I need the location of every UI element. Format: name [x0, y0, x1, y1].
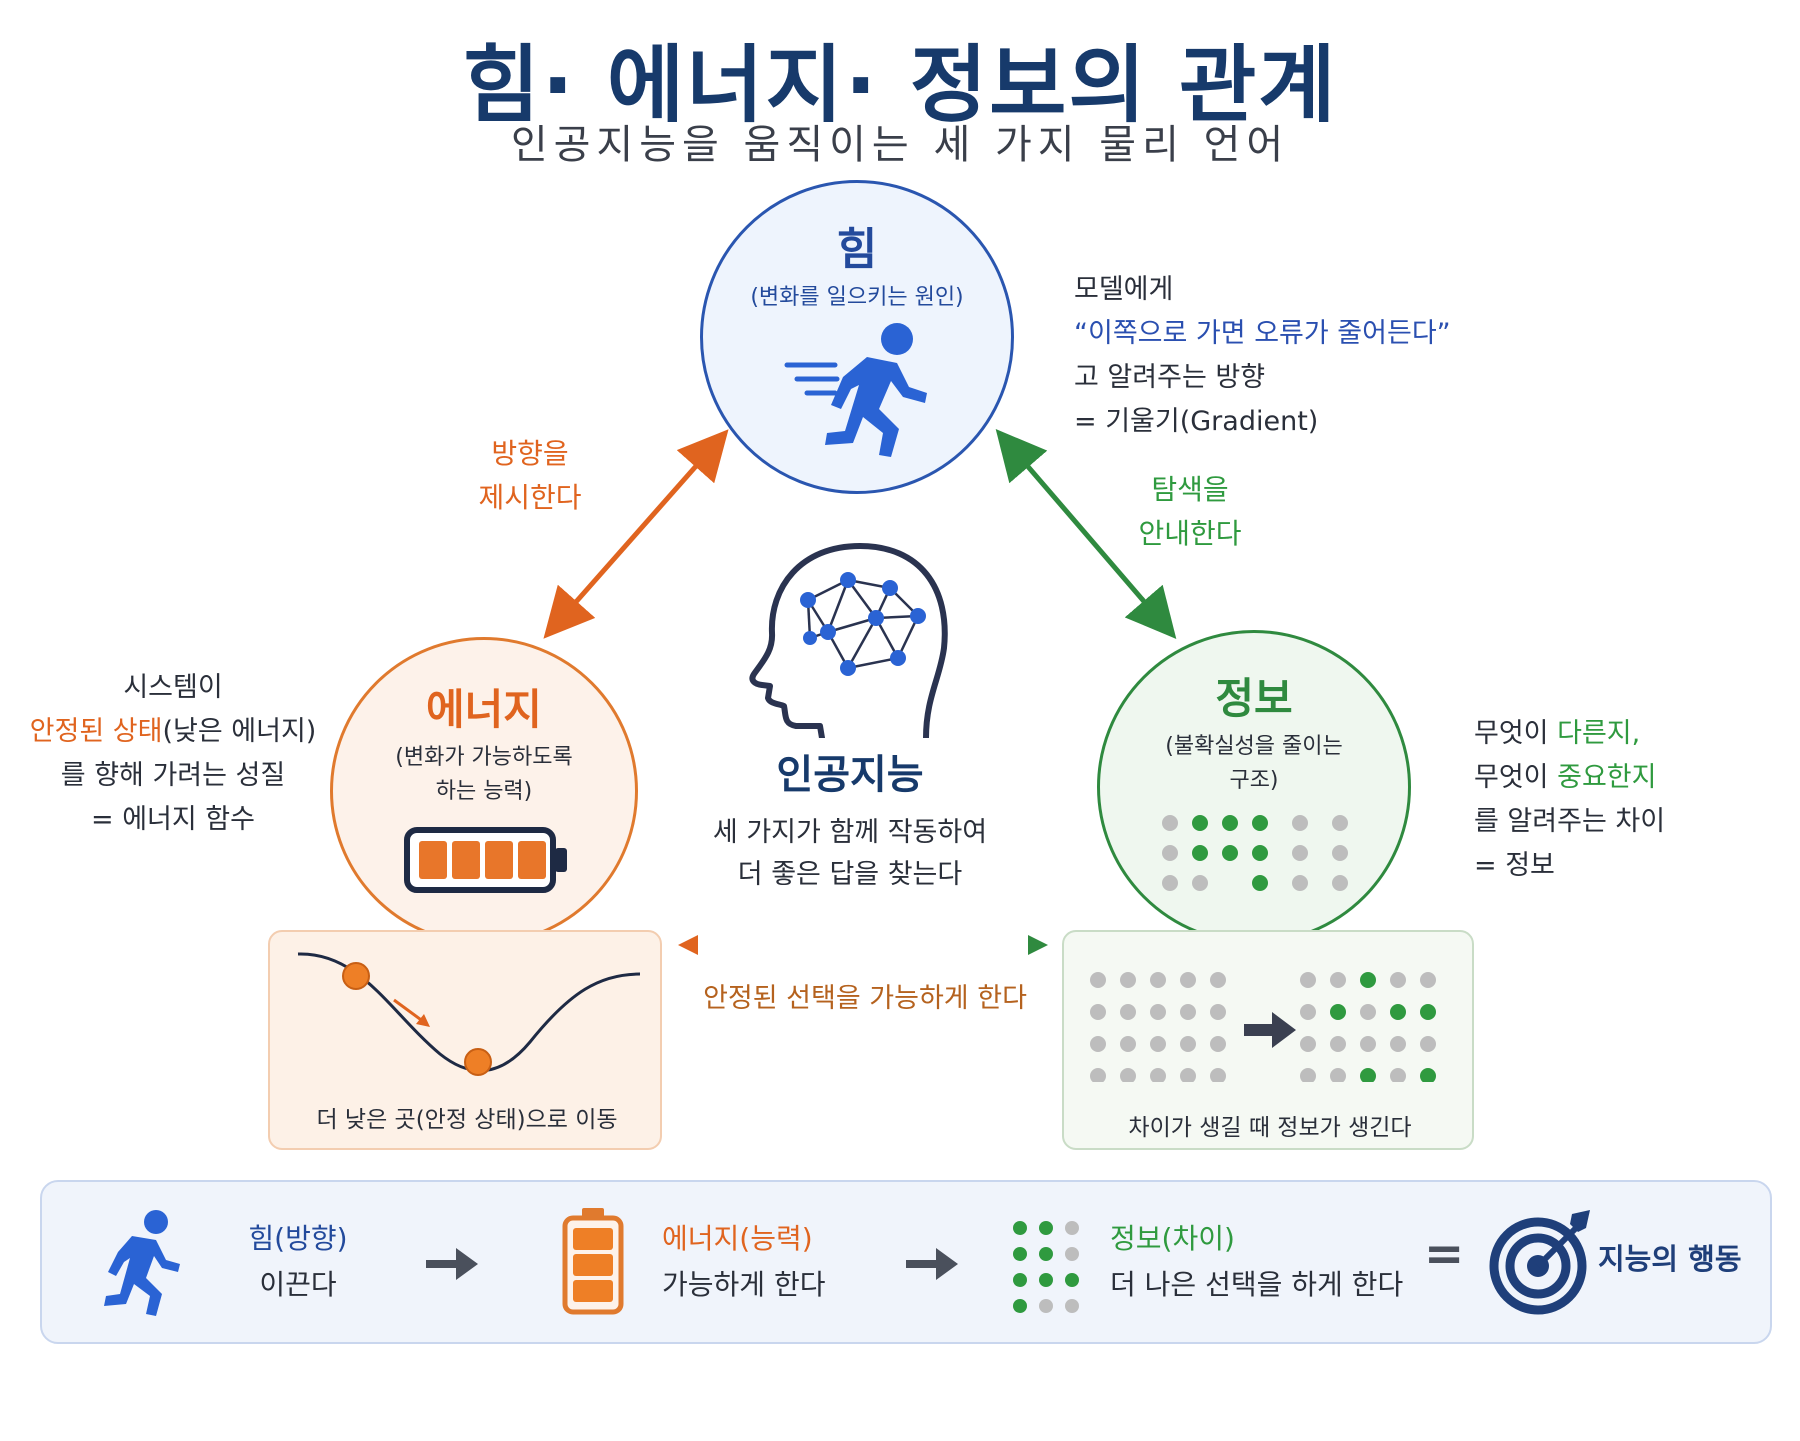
summary-force-title: 힘(방향) [248, 1222, 348, 1255]
arrow-force-info [995, 429, 1177, 639]
summary-result: 지능의 행동 [1598, 1242, 1742, 1276]
arrow-label-right-line2: 안내한다 [1138, 517, 1242, 550]
arrow-force-energy [543, 429, 729, 639]
page-subtitle: 인공지능을 움직이는 세 가지 물리 언어 [510, 122, 1290, 168]
energy-title: 에너지 [426, 685, 542, 734]
energy-subtitle-line1: (변화가 가능하도록 [395, 745, 573, 770]
force-note-line4: = 기울기(Gradient) [1074, 406, 1319, 437]
info-note-prefix1: 무엇이 [1474, 718, 1558, 749]
force-title: 힘 [836, 224, 878, 275]
arrow-label-right: 탐색을 안내한다 [1120, 468, 1260, 556]
energy-note-line1: 시스템이 [123, 672, 223, 703]
target-icon [1489, 1210, 1590, 1315]
center-block: 인공지능 세 가지가 함께 작동하여 더 좋은 답을 찾는다 [660, 742, 1040, 896]
info-panel-caption: 차이가 생길 때 정보가 생긴다 [1128, 1115, 1412, 1141]
arrow-label-right-line1: 탐색을 [1151, 473, 1229, 506]
summary-dot-grid-icon [1013, 1221, 1079, 1313]
info-note-prefix2: 무엇이 [1474, 762, 1558, 793]
summary-energy-title: 에너지(능력) [662, 1222, 813, 1255]
summary-arrow-2 [906, 1248, 958, 1280]
arrow-label-left-line2: 제시한다 [478, 481, 582, 514]
summary-energy: 에너지(능력) 가능하게 한다 [662, 1216, 902, 1308]
energy-note-line2: 안정된 상태(낮은 에너지) [18, 710, 328, 754]
energy-valley-illustration [297, 952, 641, 1076]
summary-running-person-icon [104, 1210, 180, 1316]
info-subtitle: (불확실성을 줄이는 구조) [1100, 730, 1408, 798]
info-circle: 정보 (불확실성을 줄이는 구조) [1097, 630, 1411, 944]
info-panel: 차이가 생길 때 정보가 생긴다 [1062, 930, 1474, 1150]
energy-note-line4: = 에너지 함수 [91, 804, 255, 835]
info-note: 무엇이 다른지, 무엇이 중요한지 를 알려주는 차이 = 정보 [1474, 712, 1794, 888]
energy-note-highlight: 안정된 상태 [29, 716, 163, 747]
summary-force: 힘(방향) 이끈다 [218, 1216, 378, 1308]
energy-panel-caption: 더 낮은 곳(안정 상태)으로 이동 [316, 1107, 618, 1133]
info-subtitle-line1: (불확실성을 줄이는 [1165, 734, 1343, 759]
force-subtitle: (변화를 일으키는 원인) [750, 285, 964, 310]
energy-note-line3: 를 향해 가려는 성질 [60, 760, 286, 791]
running-person-icon [784, 323, 927, 457]
arrow-label-left: 방향을 제시한다 [460, 432, 600, 520]
info-note-line2: 무엇이 중요한지 [1474, 756, 1794, 800]
arrow-label-bottom: 안정된 선택을 가능하게 한다 [703, 983, 1027, 1014]
force-note-line1: 모델에게 [1074, 274, 1174, 305]
summary-energy-desc: 가능하게 한다 [662, 1268, 826, 1301]
page-title: 힘· 에너지· 정보의 관계 [462, 36, 1338, 134]
info-subtitle-line2: 구조) [1229, 768, 1279, 793]
info-note-line1: 무엇이 다른지, [1474, 712, 1794, 756]
center-title: 인공지능 [776, 752, 924, 798]
summary-equals: = [1424, 1226, 1465, 1282]
summary-bar: 힘(방향) 이끈다 에너지(능력) 가능하게 한다 정보(차이) 더 나은 선택… [40, 1180, 1772, 1344]
summary-info-title: 정보(차이) [1110, 1222, 1235, 1255]
center-line2: 더 좋은 답을 찾는다 [737, 859, 963, 890]
battery-icon [404, 827, 567, 893]
brain-head-icon [749, 543, 948, 738]
energy-panel: 더 낮은 곳(안정 상태)으로 이동 [268, 930, 662, 1150]
summary-info: 정보(차이) 더 나은 선택을 하게 한다 [1110, 1216, 1430, 1308]
summary-force-desc: 이끈다 [259, 1268, 337, 1301]
force-note-quote: “이쪽으로 가면 오류가 줄어든다” [1074, 318, 1451, 349]
dot-grid-icon [1162, 815, 1348, 891]
summary-battery-icon [562, 1208, 624, 1315]
info-note-line4: = 정보 [1474, 850, 1555, 881]
force-circle: 힘 (변화를 일으키는 원인) [700, 180, 1014, 494]
energy-note: 시스템이 안정된 상태(낮은 에너지) 를 향해 가려는 성질 = 에너지 함수 [18, 666, 328, 842]
summary-info-desc: 더 나은 선택을 하게 한다 [1110, 1268, 1404, 1301]
info-note-line3: 를 알려주는 차이 [1474, 806, 1666, 837]
force-note-line3: 고 알려주는 방향 [1074, 362, 1266, 393]
info-note-highlight1: 다른지, [1557, 718, 1641, 749]
info-title: 정보 [1215, 674, 1293, 723]
info-difference-illustration [1090, 972, 1436, 1082]
energy-subtitle-line2: 하는 능력) [435, 779, 533, 804]
summary-arrow-1 [426, 1248, 478, 1280]
center-line1: 세 가지가 함께 작동하여 [712, 817, 988, 848]
energy-note-paren: (낮은 에너지) [162, 716, 317, 747]
energy-circle: 에너지 (변화가 가능하도록 하는 능력) [330, 637, 638, 945]
info-note-highlight2: 중요한지 [1557, 762, 1657, 793]
arrow-label-left-line1: 방향을 [491, 437, 569, 470]
force-note: 모델에게 “이쪽으로 가면 오류가 줄어든다” 고 알려주는 방향 = 기울기(… [1074, 268, 1494, 444]
energy-subtitle: (변화가 가능하도록 하는 능력) [333, 741, 635, 809]
